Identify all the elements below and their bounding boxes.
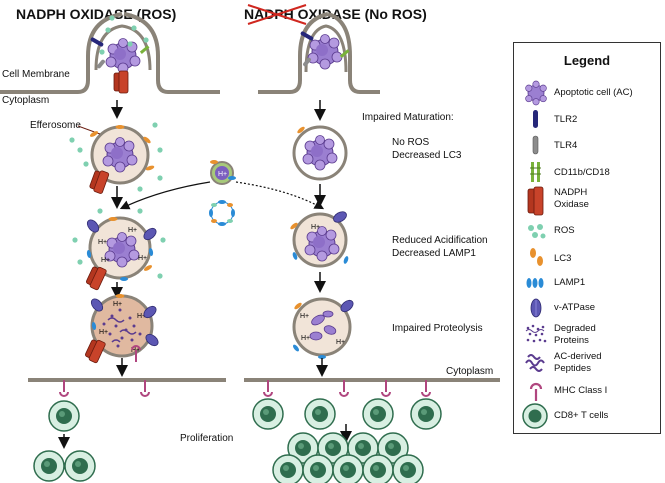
caption-impaired-maturation: Impaired Maturation: — [362, 112, 454, 123]
nadph-oxidase-icon — [527, 186, 544, 216]
header-right: NADPH OXIDASE (No ROS) — [244, 6, 427, 22]
legend-label-apoptotic-cell: Apoptotic cell (AC) — [554, 87, 633, 98]
legend-item-mhc: MHC Class I — [514, 377, 660, 405]
svg-text:H+: H+ — [128, 227, 137, 234]
legend-item-tlr2: TLR2 — [514, 107, 660, 135]
cell-membrane-label: Cell Membrane — [2, 69, 70, 80]
lc3-icon — [530, 248, 543, 266]
legend-label-mhc: MHC Class I — [554, 385, 608, 396]
legend-item-apoptotic-cell: Apoptotic cell (AC) — [514, 79, 660, 107]
cd8-t-cell-icon — [522, 403, 548, 429]
proliferation-label: Proliferation — [180, 433, 234, 444]
ros-icon — [528, 224, 546, 239]
legend-label-peptides: AC-derived Peptides — [554, 351, 602, 375]
caption-impaired-proteolysis: Impaired Proteolysis — [392, 323, 483, 334]
legend-panel: Legend Apoptotic cell (AC) TLR2 TLR4 — [513, 42, 661, 434]
legend-label-tlr2: TLR2 — [554, 114, 578, 125]
legend-item-nadph: NADPH Oxidase — [514, 185, 660, 216]
tlr2-icon — [533, 110, 538, 128]
legend-label-tlr4: TLR4 — [554, 140, 578, 151]
caption-decreased-lamp1: Decreased LAMP1 — [392, 248, 476, 259]
legend-item-peptides: AC-derived Peptides — [514, 349, 660, 377]
lamp1-icon — [526, 278, 544, 288]
svg-text:H+: H+ — [99, 329, 108, 336]
svg-text:H+: H+ — [336, 339, 345, 346]
svg-text:H+: H+ — [311, 224, 320, 231]
legend-label-tcell: CD8+ T cells — [554, 410, 609, 421]
v-atpase-icon — [530, 298, 542, 318]
legend-label-vatpase: v-ATPase — [554, 302, 596, 313]
apoptotic-cell-icon — [525, 80, 547, 106]
legend-label-lc3: LC3 — [554, 253, 572, 264]
legend-label-degraded-text: Degraded Proteins — [554, 323, 596, 346]
svg-text:H+: H+ — [138, 255, 147, 262]
svg-text:H+: H+ — [300, 313, 309, 320]
ac-derived-peptides-icon — [525, 354, 545, 372]
svg-text:H+: H+ — [137, 313, 146, 320]
legend-item-vatpase: v-ATPase — [514, 295, 660, 323]
cytoplasm-left-label: Cytoplasm — [2, 95, 50, 106]
mhc-class-i-icon — [529, 382, 543, 401]
caption-no-ros: No ROS — [392, 137, 430, 148]
legend-label-ros: ROS — [554, 225, 575, 236]
tlr4-icon — [532, 135, 539, 155]
legend-item-lc3: LC3 — [514, 245, 660, 273]
legend-item-ros: ROS — [514, 219, 660, 247]
legend-label-cd11b: CD11b/CD18 — [554, 167, 610, 178]
diagram-canvas: H+ H+ H+ H+ H+ H+ H+ H+ H+ — [0, 12, 500, 483]
legend-label-lamp1: LAMP1 — [554, 277, 586, 288]
strike-x — [247, 4, 307, 25]
svg-text:H+: H+ — [98, 239, 107, 246]
legend-title: Legend — [563, 53, 611, 68]
legend-item-tlr4: TLR4 — [514, 133, 660, 161]
svg-text:H+: H+ — [101, 257, 110, 264]
caption-decreased-lc3: Decreased LC3 — [392, 150, 462, 161]
legend-item-degraded: Degraded Proteins — [514, 321, 660, 349]
cytoplasm-right-label: Cytoplasm — [446, 366, 494, 377]
legend-label-peptides-text: AC-derived Peptides — [554, 351, 602, 374]
legend-item-cd11b: CD11b/CD18 — [514, 159, 660, 187]
svg-text:H+: H+ — [218, 171, 227, 178]
caption-reduced-acidification: Reduced Acidification — [392, 235, 488, 246]
legend-label-degraded: Degraded Proteins — [554, 323, 596, 347]
degraded-proteins-icon — [525, 324, 547, 343]
legend-label-nadph: NADPH Oxidase — [554, 187, 589, 211]
svg-text:H+: H+ — [301, 335, 310, 342]
legend-item-tcell: CD8+ T cells — [514, 401, 660, 429]
legend-item-lamp1: LAMP1 — [514, 271, 660, 299]
header-right-rest: OXIDASE (No ROS) — [293, 6, 427, 22]
svg-text:H+: H+ — [113, 301, 122, 308]
efferosome-label: Efferosome — [30, 120, 81, 131]
legend-label-nadph-text: NADPH Oxidase — [554, 187, 589, 210]
cd11b-cd18-icon — [530, 162, 541, 182]
header-right-struck: NADPH — [244, 6, 294, 22]
